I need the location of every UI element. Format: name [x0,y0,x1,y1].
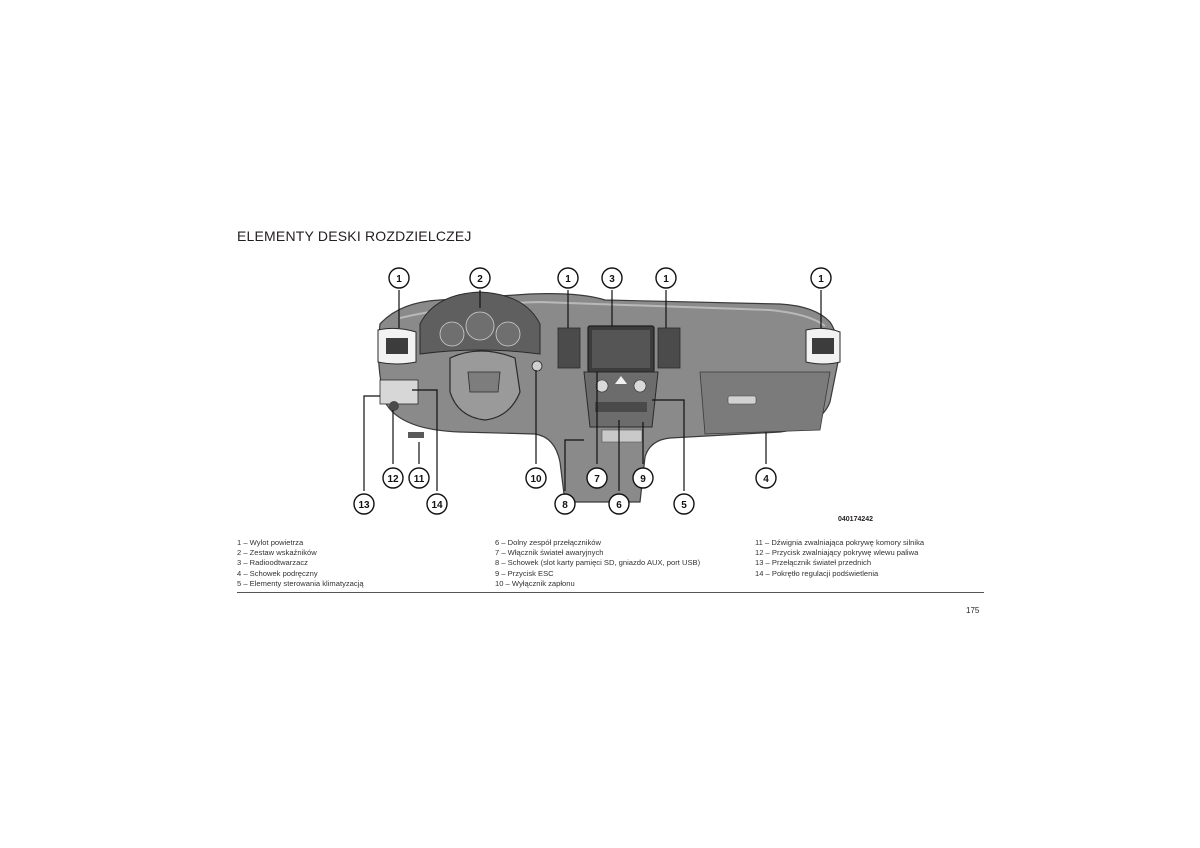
page-number: 175 [966,606,980,615]
legend-item: 5 – Elementy sterowania klimatyzacją [237,578,364,588]
callout-1-left-vent: 1 [396,274,402,285]
callout-1-right-vent: 1 [818,274,824,285]
callout-14: 14 [431,500,443,511]
callout-3-radio: 3 [609,274,615,285]
legend-column-3: 11 – Dźwignia zwalniająca pokrywę komory… [755,538,924,579]
callout-1-center-left-vent: 1 [565,274,571,285]
legend-item: 10 – Wyłącznik zapłonu [495,578,575,588]
callout-8: 8 [562,500,568,511]
legend-item: 6 – Dolny zespół przełączników [495,538,601,547]
page-title: ELEMENTY DESKI ROZDZIELCZEJ [237,228,472,244]
legend-item: 11 – Dźwignia zwalniająca pokrywę komory… [755,538,925,547]
legend-item: 9 – Przycisk ESC [495,568,554,578]
legend-column-1: 1 – Wylot powietrza 2 – Zestaw wskaźnikó… [237,538,364,589]
callout-10: 10 [530,474,542,485]
dashboard-figure: 1 2 1 3 1 1 12 11 10 7 9 4 13 14 8 6 5 [340,262,870,524]
legend-item: 4 – Schowek podręczny [237,568,318,578]
callout-13: 13 [358,500,370,511]
legend-item: 8 – Schowek (slot karty pamięci SD, gnia… [495,558,701,568]
center-right-air-vent [657,327,681,369]
callout-4: 4 [763,474,769,485]
center-left-air-vent [557,327,581,369]
glovebox [699,371,831,435]
legend-item: 3 – Radioodtwarzacz [237,558,308,568]
legend-item: 2 – Zestaw wskaźników [237,548,317,558]
legend-item: 1 – Wylot powietrza [237,538,304,547]
callout-1-center-right-vent: 1 [663,274,669,285]
callout-12: 12 [387,474,399,485]
legend-item: 7 – Włącznik świateł awaryjnych [495,548,604,558]
callout-7: 7 [594,474,600,485]
callout-6: 6 [616,500,622,511]
callout-5: 5 [681,500,687,511]
divider-rule [237,592,984,593]
legend-item: 12 – Przycisk zwalniający pokrywę wlewu … [755,548,919,558]
legend-item: 14 – Pokrętło regulacji podświetlenia [755,568,879,578]
legend-item: 13 – Przełącznik świateł przednich [755,558,872,568]
callout-2-cluster: 2 [477,274,483,285]
figure-code: 040174242 [838,516,874,523]
dashboard-illustration: 1 2 1 3 1 1 12 11 10 7 9 4 13 14 8 6 5 [353,267,841,515]
headlamp-switch-panel [379,379,419,405]
callout-11: 11 [414,474,425,485]
callout-9: 9 [640,474,646,485]
legend-column-2: 6 – Dolny zespół przełączników 7 – Włącz… [495,538,700,589]
